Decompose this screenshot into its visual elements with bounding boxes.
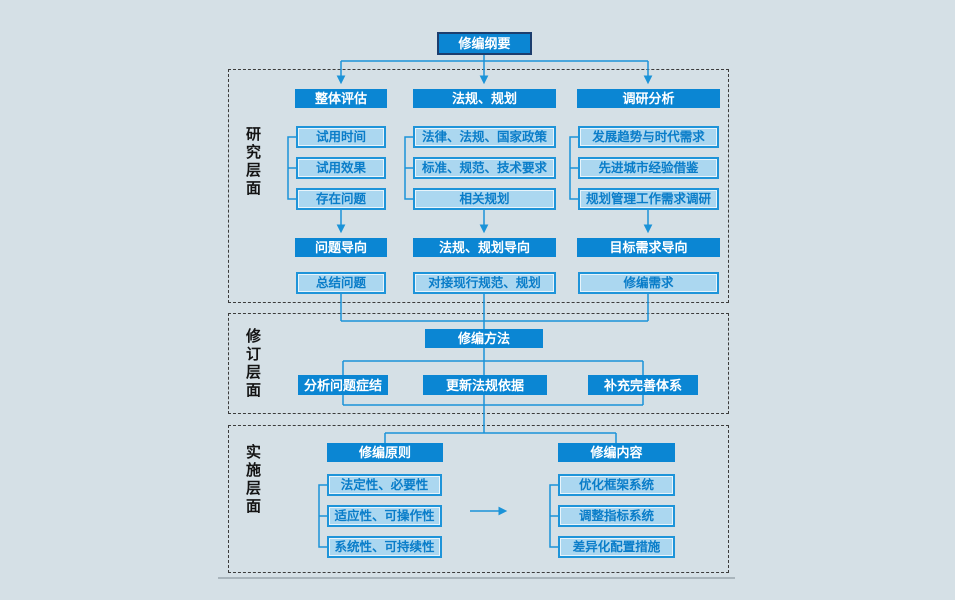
action-box: 补充完善体系 (588, 375, 698, 395)
group-header-content: 修编内容 (558, 443, 675, 462)
principle-item: 系统性、可持续性 (327, 536, 442, 558)
content-item: 差异化配置措施 (558, 536, 675, 558)
result-box: 对接现行规范、规划 (413, 272, 556, 294)
research-item: 试用时间 (296, 126, 386, 148)
group-header-principles: 修编原则 (327, 443, 443, 462)
divider-line (218, 577, 735, 579)
root-node: 修编纲要 (437, 32, 532, 55)
research-item: 规划管理工作需求调研 (578, 188, 719, 210)
research-item: 发展趋势与时代需求 (578, 126, 719, 148)
principle-item: 适应性、可操作性 (327, 505, 442, 527)
section-label-implementation: 实施层面 (244, 444, 261, 516)
research-item: 先进城市经验借鉴 (578, 157, 719, 179)
header-research-analysis: 调研分析 (577, 89, 720, 108)
research-item: 试用效果 (296, 157, 386, 179)
action-box: 更新法规依据 (423, 375, 547, 395)
content-item: 调整指标系统 (558, 505, 675, 527)
header-regulations-planning: 法规、规划 (413, 89, 556, 108)
direction-box: 目标需求导向 (577, 238, 720, 257)
result-box: 修编需求 (578, 272, 719, 294)
research-item: 法律、法规、国家政策 (413, 126, 556, 148)
action-box: 分析问题症结 (298, 375, 388, 395)
direction-box: 法规、规划导向 (413, 238, 556, 257)
section-label-research: 研究层面 (244, 126, 261, 198)
content-item: 优化框架系统 (558, 474, 675, 496)
research-item: 标准、规范、技术要求 (413, 157, 556, 179)
research-item: 存在问题 (296, 188, 386, 210)
section-label-revision: 修订层面 (244, 328, 261, 400)
header-overall-evaluation: 整体评估 (295, 89, 387, 108)
method-node: 修编方法 (425, 329, 543, 348)
direction-box: 问题导向 (295, 238, 387, 257)
principle-item: 法定性、必要性 (327, 474, 442, 496)
result-box: 总结问题 (296, 272, 386, 294)
research-item: 相关规划 (413, 188, 556, 210)
